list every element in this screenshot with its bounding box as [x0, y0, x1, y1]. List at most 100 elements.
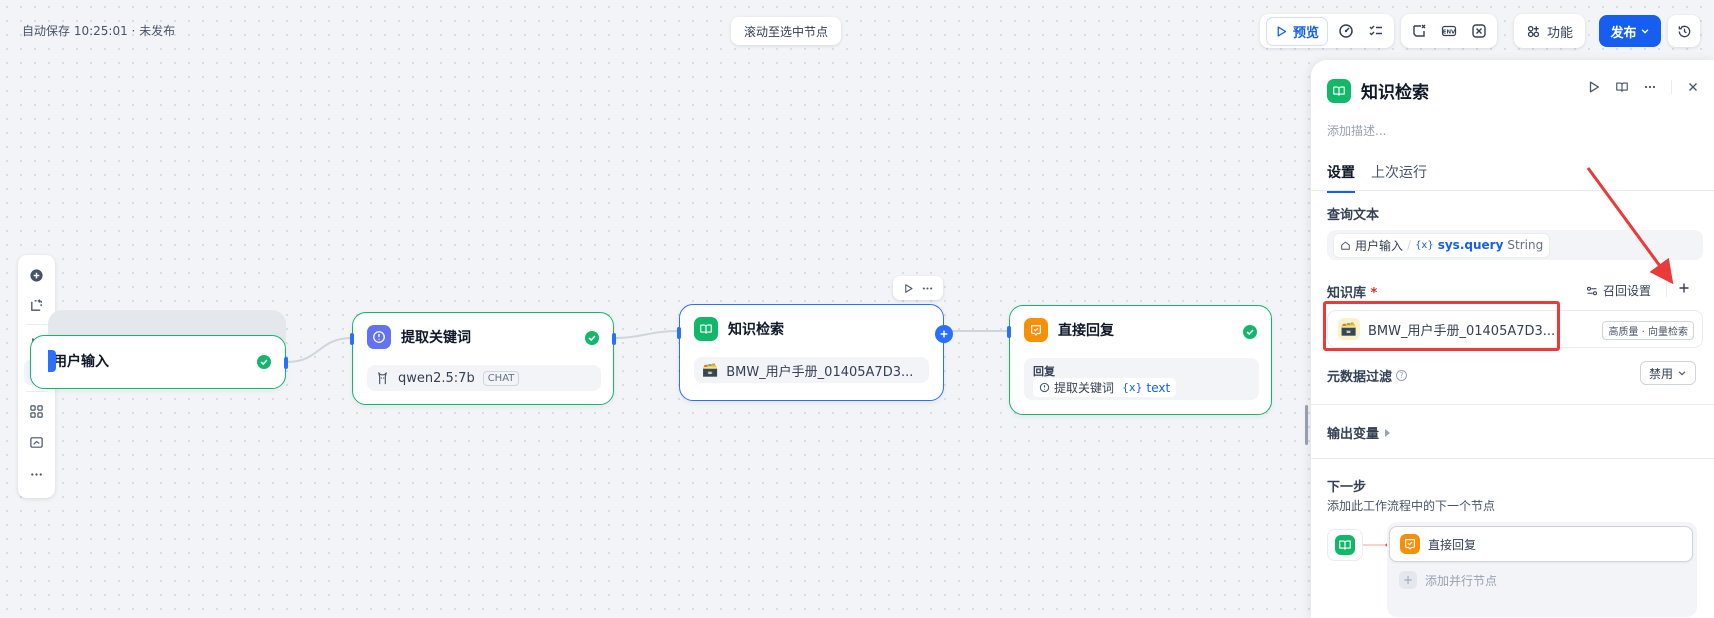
- close-icon[interactable]: [1686, 80, 1700, 94]
- next-step-connector: [1363, 543, 1389, 547]
- autosave-status: 自动保存 10:25:01 · 未发布: [22, 24, 176, 38]
- tab-last-run[interactable]: 上次运行: [1371, 165, 1427, 181]
- caret-right-icon: [1385, 428, 1391, 437]
- recall-settings-label: 召回设置: [1603, 284, 1652, 298]
- book-icon: [1335, 535, 1355, 555]
- publish-label: 发布: [1610, 25, 1637, 41]
- query-variable-chip: 用户输入 / {x} sys.query String: [1333, 232, 1551, 258]
- svg-text:ENV: ENV: [1443, 30, 1456, 36]
- node-direct-reply[interactable]: 直接回复 回复 提取关键词 {x} text: [1007, 305, 1272, 415]
- recall-settings-button[interactable]: 召回设置: [1586, 282, 1651, 299]
- features-button[interactable]: 功能: [1520, 22, 1579, 41]
- metadata-filter-text: 元数据过滤: [1327, 370, 1393, 385]
- check-icon: [585, 331, 599, 345]
- add-next-node-icon[interactable]: [935, 325, 953, 343]
- output-handle[interactable]: [612, 333, 616, 345]
- app-tools-toolbar: ENV: [1401, 14, 1497, 48]
- panel-resize-handle[interactable]: [1305, 405, 1308, 445]
- description-placeholder[interactable]: 添加描述...: [1327, 124, 1387, 138]
- help-doc-icon[interactable]: [1615, 80, 1629, 94]
- dataset-avatar-icon: 🗃️: [702, 362, 719, 378]
- features-label: 功能: [1547, 25, 1574, 41]
- next-step-description: 添加此工作流程中的下一个节点: [1327, 499, 1496, 513]
- dataset-box: 🗃️ BMW_用户手册_01405A7D3...: [694, 357, 929, 383]
- reply-label: 回复: [1033, 365, 1055, 378]
- answer-icon: [1024, 318, 1048, 342]
- tab-settings[interactable]: 设置: [1327, 162, 1355, 193]
- preview-button[interactable]: 预览: [1266, 16, 1329, 46]
- panel-title[interactable]: 知识检索: [1361, 83, 1429, 103]
- next-node-title: 直接回复: [1428, 537, 1477, 552]
- node-user-input[interactable]: 用户输入: [30, 335, 288, 389]
- dataset-name: BMW_用户手册_01405A7D3...: [1368, 323, 1556, 339]
- model-name: qwen2.5:7b: [398, 370, 475, 386]
- knowledge-base-item[interactable]: 🗃️ BMW_用户手册_01405A7D3... 高质量 · 向量检索: [1327, 310, 1703, 348]
- home-icon: [1341, 241, 1350, 250]
- reply-variable-chip: 提取关键词 {x} text: [1033, 378, 1177, 397]
- input-handle[interactable]: [350, 333, 354, 345]
- var-name: sys.query: [1437, 238, 1504, 252]
- parameter-extractor-icon: [1039, 382, 1050, 393]
- node-knowledge-retrieval[interactable]: 知识检索 🗃️ BMW_用户手册_01405A7D3...: [677, 304, 953, 401]
- publish-button[interactable]: 发布: [1599, 15, 1661, 47]
- input-handle[interactable]: [1007, 326, 1011, 338]
- conversation-var-icon[interactable]: [1407, 19, 1431, 43]
- minimap-icon[interactable]: [24, 430, 49, 455]
- output-variables-toggle[interactable]: 输出变量: [1327, 423, 1391, 442]
- required-mark: *: [1370, 286, 1378, 301]
- var-node-name: 用户输入: [1355, 238, 1404, 253]
- start-node-icon-edge: [48, 350, 56, 372]
- output-variables-label: 输出变量: [1327, 427, 1380, 442]
- book-icon: [694, 317, 718, 341]
- preview-label: 预览: [1293, 25, 1320, 41]
- scroll-to-selected-button[interactable]: 滚动至选中节点: [731, 17, 842, 45]
- llama-icon: [378, 371, 387, 384]
- node-extract-keywords[interactable]: 提取关键词 qwen2.5:7b CHAT: [350, 312, 616, 405]
- variable-braces-icon: {x}: [1122, 381, 1143, 394]
- features-toolbar: 功能: [1514, 14, 1586, 48]
- more-icon[interactable]: [1643, 80, 1657, 94]
- run-node-icon[interactable]: [1587, 80, 1601, 94]
- run-history-icon[interactable]: [1334, 19, 1358, 43]
- var-separator: /: [1407, 238, 1412, 252]
- add-node-icon[interactable]: [24, 263, 49, 288]
- next-node-direct-reply[interactable]: 直接回复: [1389, 526, 1693, 562]
- annotation-highlight-box: [1323, 301, 1560, 351]
- organize-blocks-icon[interactable]: [24, 399, 49, 424]
- kb-label-text: 知识库: [1327, 286, 1367, 301]
- checklist-icon[interactable]: [1364, 19, 1388, 43]
- plus-icon: [1679, 283, 1689, 293]
- metadata-filter-select[interactable]: 禁用: [1639, 361, 1696, 385]
- more-icon[interactable]: [921, 282, 934, 295]
- input-handle[interactable]: [677, 327, 681, 339]
- node-title: 用户输入: [53, 354, 109, 370]
- more-icon[interactable]: [24, 462, 49, 487]
- next-step-label: 下一步: [1327, 480, 1367, 495]
- chevron-down-icon: [1678, 371, 1686, 376]
- settings-sliders-icon: [1586, 286, 1598, 295]
- env-icon[interactable]: ENV: [1437, 19, 1461, 43]
- add-knowledge-base-button[interactable]: [1675, 279, 1693, 297]
- knowledge-base-label: 知识库 *: [1327, 282, 1377, 301]
- query-variable-field[interactable]: 用户输入 / {x} sys.query String: [1327, 230, 1703, 260]
- metadata-filter-value: 禁用: [1648, 366, 1673, 381]
- help-icon[interactable]: ?: [1396, 370, 1408, 381]
- run-node-icon[interactable]: [903, 283, 914, 294]
- play-icon: [1277, 25, 1287, 37]
- version-history-button[interactable]: [1668, 15, 1700, 47]
- dataset-name: BMW_用户手册_01405A7D3...: [726, 364, 914, 380]
- node-title: 知识检索: [728, 322, 784, 338]
- model-mode-badge: CHAT: [482, 370, 520, 386]
- add-note-icon[interactable]: [24, 293, 49, 318]
- parameter-extractor-icon: [367, 325, 391, 349]
- add-parallel-node-button[interactable]: + 添加并行节点: [1399, 571, 1497, 589]
- run-toolbar: 预览: [1260, 14, 1395, 48]
- check-icon: [1243, 325, 1257, 339]
- output-handle[interactable]: [284, 357, 288, 369]
- var-name: text: [1146, 380, 1171, 395]
- variable-braces-icon: {x}: [1415, 239, 1434, 251]
- node-title: 直接回复: [1058, 323, 1114, 339]
- metadata-filter-label: 元数据过滤 ?: [1327, 366, 1408, 385]
- variable-x-icon[interactable]: [1467, 19, 1491, 43]
